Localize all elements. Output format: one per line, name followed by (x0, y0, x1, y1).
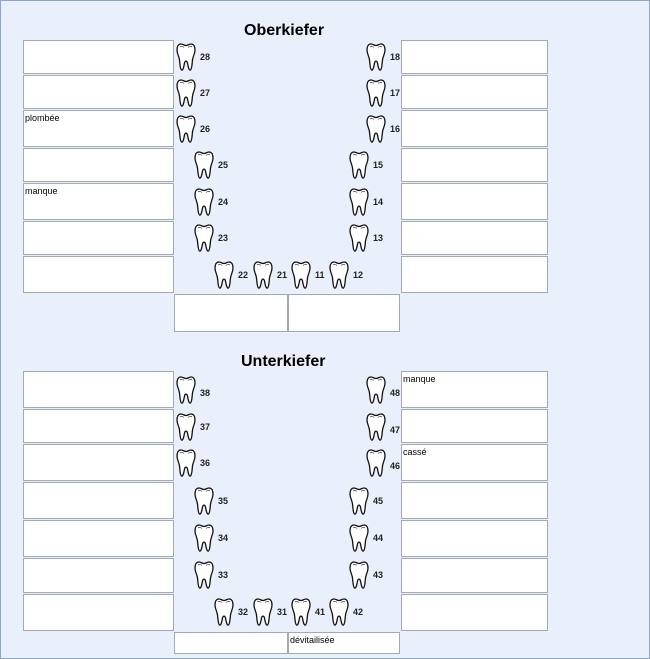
tooth-number: 13 (373, 233, 384, 243)
upper-right-field-18[interactable] (401, 40, 548, 74)
tooth-number: 48 (390, 388, 401, 398)
tooth-number: 28 (200, 52, 211, 62)
tooth-25[interactable]: 25 (194, 150, 234, 180)
lower-left-field-36[interactable] (23, 444, 174, 481)
upper-front-left-field[interactable] (174, 294, 288, 332)
tooth-36[interactable]: 36 (176, 448, 216, 478)
tooth-number: 23 (218, 233, 229, 243)
upper-left-field-24[interactable]: manque (23, 183, 174, 220)
upper-right-field-14[interactable] (401, 183, 548, 220)
lower-left-field-32[interactable] (23, 594, 174, 631)
tooth-number: 36 (200, 458, 211, 468)
tooth-13[interactable]: 13 (349, 223, 389, 253)
tooth-number: 11 (315, 270, 325, 280)
tooth-number: 42 (353, 607, 364, 617)
lower-right-field-45[interactable] (401, 482, 548, 519)
tooth-21[interactable]: 21 (253, 260, 293, 290)
tooth-number: 12 (353, 270, 364, 280)
upper-right-field-16[interactable] (401, 110, 548, 147)
tooth-17[interactable]: 17 (366, 78, 406, 108)
tooth-number: 35 (218, 496, 229, 506)
tooth-31[interactable]: 31 (253, 597, 293, 627)
tooth-number: 47 (390, 425, 401, 435)
tooth-23[interactable]: 23 (194, 223, 234, 253)
tooth-34[interactable]: 34 (194, 523, 234, 553)
lower-right-field-47[interactable] (401, 409, 548, 443)
upper-left-field-28[interactable] (23, 40, 174, 74)
tooth-number: 25 (218, 160, 229, 170)
tooth-44[interactable]: 44 (349, 523, 389, 553)
tooth-number: 37 (200, 422, 211, 432)
lower-front-left-field[interactable] (174, 632, 288, 654)
lower-right-field-46[interactable]: cassé (401, 444, 548, 481)
tooth-number: 46 (390, 461, 401, 471)
tooth-18[interactable]: 18 (366, 42, 406, 72)
tooth-number: 24 (218, 197, 229, 207)
tooth-11[interactable]: 11 (291, 260, 331, 290)
lower-left-field-37[interactable] (23, 409, 174, 443)
tooth-number: 16 (390, 124, 401, 134)
tooth-38[interactable]: 38 (176, 375, 216, 405)
tooth-12[interactable]: 12 (329, 260, 369, 290)
upper-left-field-25[interactable] (23, 148, 174, 182)
upper-right-field-13[interactable] (401, 221, 548, 255)
tooth-47[interactable]: 47 (366, 412, 406, 442)
tooth-46[interactable]: 46 (366, 448, 406, 478)
tooth-number: 33 (218, 570, 229, 580)
upper-left-field-22[interactable] (23, 256, 174, 293)
lower-left-field-38[interactable] (23, 371, 174, 408)
tooth-number: 44 (373, 533, 384, 543)
tooth-41[interactable]: 41 (291, 597, 331, 627)
tooth-28[interactable]: 28 (176, 42, 216, 72)
upper-jaw-title: Oberkiefer (244, 22, 325, 39)
lower-left-field-34[interactable] (23, 520, 174, 557)
lower-right-field-44[interactable] (401, 520, 548, 557)
tooth-number: 45 (373, 496, 384, 506)
tooth-number: 14 (373, 197, 384, 207)
lower-right-field-42[interactable] (401, 594, 548, 631)
tooth-42[interactable]: 42 (329, 597, 369, 627)
upper-right-field-15[interactable] (401, 148, 548, 182)
lower-right-field-48[interactable]: manque (401, 371, 548, 408)
lower-right-field-43[interactable] (401, 558, 548, 593)
tooth-32[interactable]: 32 (214, 597, 254, 627)
tooth-number: 17 (390, 88, 401, 98)
lower-front-right-field[interactable]: dévitailisée (288, 632, 400, 654)
tooth-number: 34 (218, 533, 229, 543)
upper-right-field-12[interactable] (401, 256, 548, 293)
tooth-number: 26 (200, 124, 211, 134)
tooth-22[interactable]: 22 (214, 260, 254, 290)
tooth-16[interactable]: 16 (366, 114, 406, 144)
tooth-27[interactable]: 27 (176, 78, 216, 108)
upper-front-right-field[interactable] (288, 294, 400, 332)
upper-left-field-27[interactable] (23, 75, 174, 109)
tooth-number: 27 (200, 88, 211, 98)
upper-left-field-26[interactable]: plombée (23, 110, 174, 147)
tooth-number: 38 (200, 388, 211, 398)
tooth-37[interactable]: 37 (176, 412, 216, 442)
tooth-26[interactable]: 26 (176, 114, 216, 144)
tooth-number: 22 (238, 270, 249, 280)
tooth-number: 43 (373, 570, 384, 580)
tooth-33[interactable]: 33 (194, 560, 234, 590)
upper-right-field-17[interactable] (401, 75, 548, 109)
tooth-48[interactable]: 48 (366, 375, 406, 405)
tooth-number: 41 (315, 607, 326, 617)
tooth-35[interactable]: 35 (194, 486, 234, 516)
tooth-15[interactable]: 15 (349, 150, 389, 180)
tooth-number: 15 (373, 160, 384, 170)
lower-jaw-title: Unterkiefer (241, 353, 326, 370)
tooth-number: 31 (277, 607, 288, 617)
tooth-number: 18 (390, 52, 401, 62)
lower-left-field-35[interactable] (23, 482, 174, 519)
tooth-number: 21 (277, 270, 288, 280)
tooth-45[interactable]: 45 (349, 486, 389, 516)
tooth-14[interactable]: 14 (349, 187, 389, 217)
lower-left-field-33[interactable] (23, 558, 174, 593)
tooth-number: 32 (238, 607, 249, 617)
upper-left-field-23[interactable] (23, 221, 174, 255)
tooth-43[interactable]: 43 (349, 560, 389, 590)
tooth-24[interactable]: 24 (194, 187, 234, 217)
